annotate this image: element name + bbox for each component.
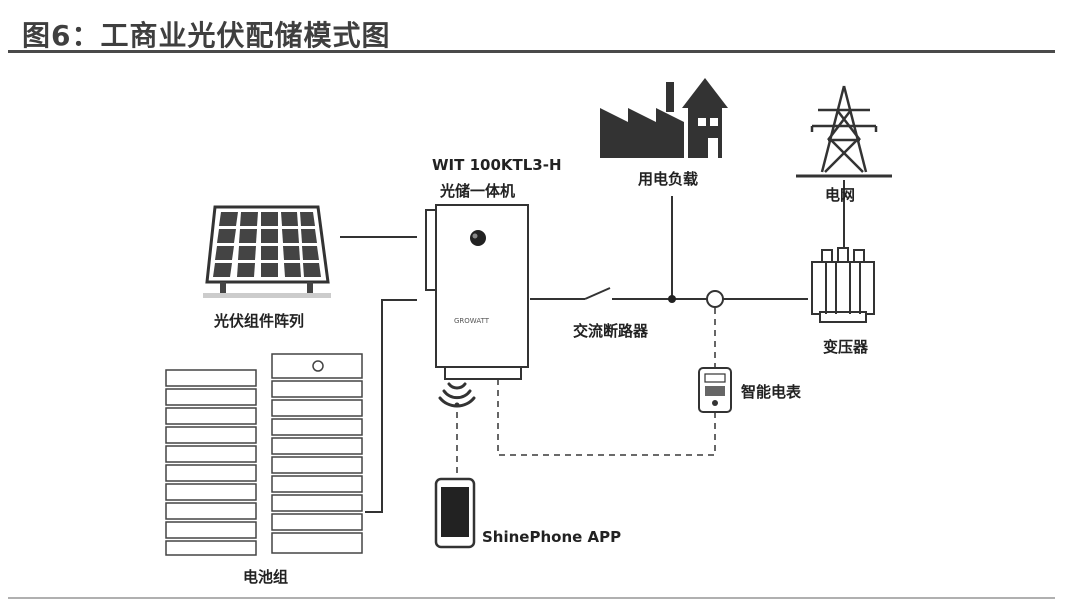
page-title: 图6：工商业光伏配储模式图 — [22, 19, 391, 52]
battery-stack-icon — [165, 353, 363, 556]
transformer-label: 变压器 — [823, 338, 869, 356]
grid-label: 电网 — [825, 186, 856, 204]
smartphone-icon — [434, 477, 476, 549]
battery-to-inverter-line — [365, 299, 417, 513]
load-label: 用电负载 — [638, 170, 699, 188]
connections — [340, 180, 845, 513]
solar-panel-icon — [203, 205, 331, 298]
battery-label: 电池组 — [243, 568, 289, 586]
title-divider — [8, 50, 1055, 53]
breaker-label: 交流断路器 — [573, 322, 649, 340]
transmission-tower-icon — [796, 85, 892, 178]
app-label: ShinePhone APP — [482, 528, 622, 546]
meter-to-inverter-dashed-line — [497, 380, 716, 456]
inverter-model-label: WIT 100KTL3-H — [432, 156, 562, 174]
wifi-signal-icon — [438, 382, 476, 408]
current-transformer-icon — [706, 290, 724, 308]
inverter-name-label: 光储一体机 — [440, 182, 516, 200]
hybrid-inverter-icon: GROWATT — [425, 204, 529, 380]
pv-array-label: 光伏组件阵列 — [214, 312, 305, 330]
bottom-divider — [8, 597, 1055, 599]
breaker-switch-blade — [584, 287, 611, 300]
junction-dot — [668, 295, 676, 303]
smart-meter-icon — [698, 367, 732, 413]
transformer-icon — [811, 247, 875, 323]
communication-lines — [456, 308, 716, 478]
smart-meter-label: 智能电表 — [741, 383, 802, 401]
inverter-brand-text: GROWATT — [454, 317, 490, 325]
factory-icon — [600, 78, 728, 158]
